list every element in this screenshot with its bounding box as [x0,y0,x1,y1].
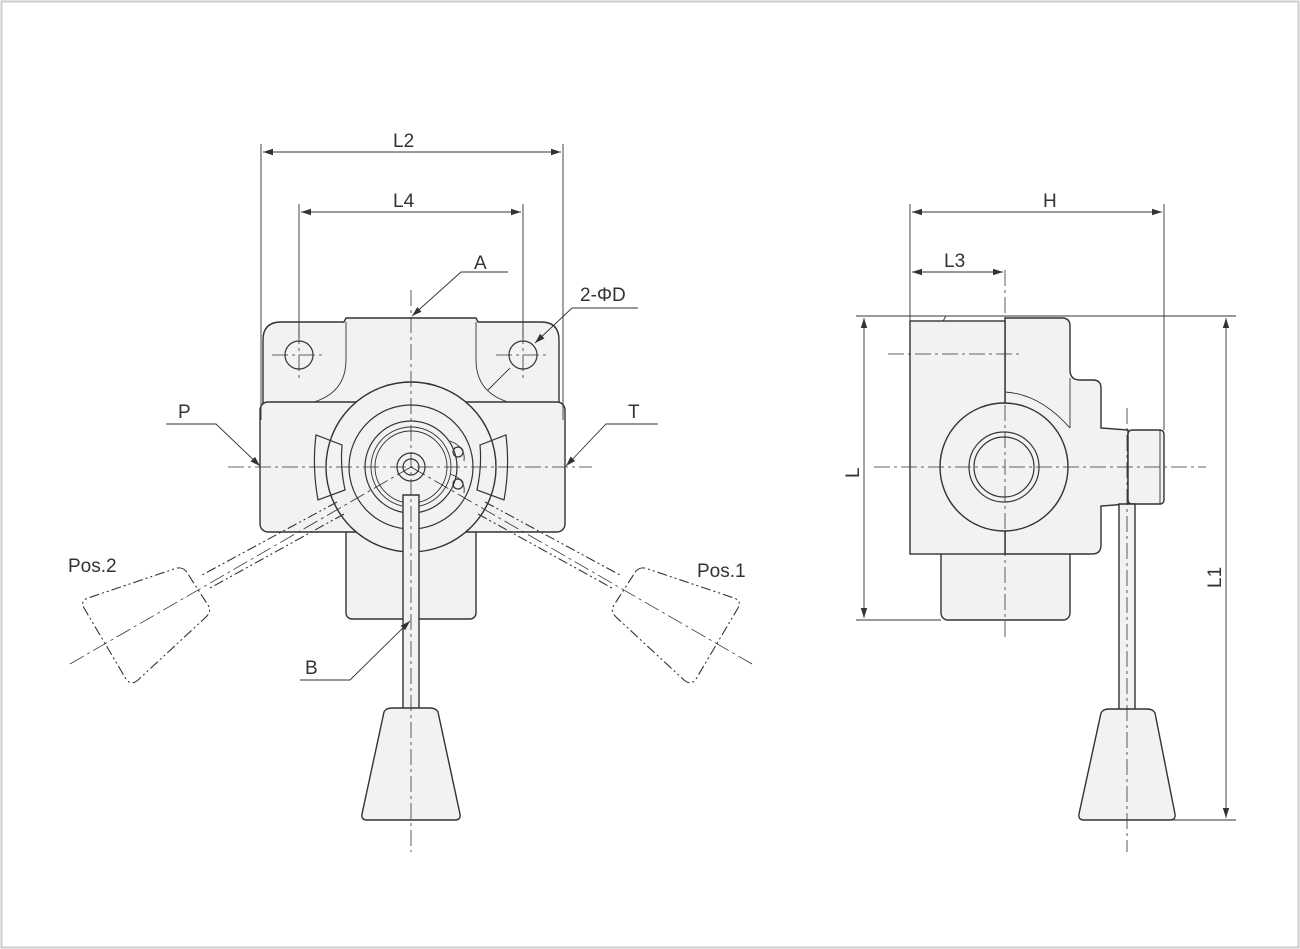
label-b: B [305,658,318,679]
stop-left [313,434,346,501]
phantom-arm-left [201,501,338,576]
mounting-tab [262,317,560,421]
label-l4: L4 [393,191,415,212]
label-p: P [178,402,191,423]
leader-t [565,423,658,467]
label-d: 2-ΦD [580,285,626,306]
leader-a [411,271,508,317]
label-l3: L3 [944,251,965,272]
front-view: L2 L4 A 2-ΦD P T B Pos.1 Pos.2 [68,131,753,852]
label-t: T [628,402,640,423]
phantom-knob-right [611,567,740,684]
label-l1: L1 [1205,567,1226,588]
side-port-inner [973,436,1035,498]
label-l: L [843,467,864,478]
leader-b [300,620,411,681]
label-pos2: Pos.2 [68,556,117,577]
phantom-arm-right [484,501,621,576]
side-view: H L3 L L1 [843,191,1236,852]
label-l2: L2 [393,131,414,152]
label-a: A [474,253,487,274]
label-pos1: Pos.1 [697,561,746,582]
leader-d [534,307,638,344]
phantom-knob-left [82,567,211,684]
label-h: H [1043,191,1057,212]
stop-right [476,434,509,501]
leader-p [166,423,261,467]
